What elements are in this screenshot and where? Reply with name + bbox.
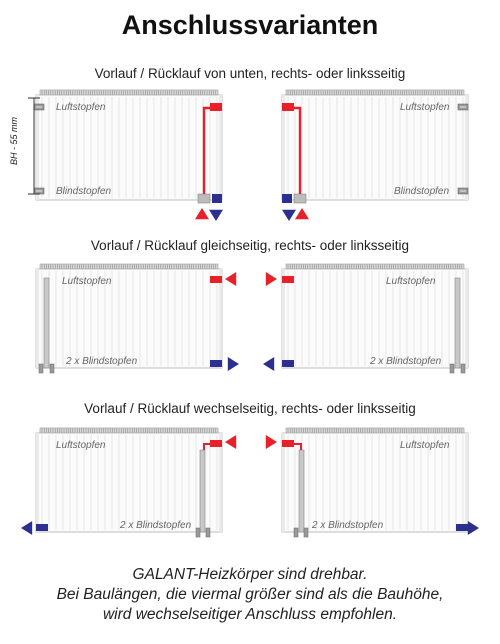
- valve-pipe: [454, 277, 461, 369]
- blind-plug-label: Blindstopfen: [394, 186, 450, 197]
- supply-arrow: [265, 435, 277, 449]
- top-grille: [39, 89, 219, 96]
- air-plug-label: Luftstopfen: [56, 102, 106, 113]
- return-arrow: [467, 521, 479, 535]
- radiator-svg: [35, 427, 223, 538]
- supply-connector: [282, 103, 294, 111]
- dimension-line: [28, 97, 40, 195]
- radiator-diagram: Luftstopfen 2 x Blindstopfen: [35, 263, 226, 379]
- air-plug-label: Luftstopfen: [386, 276, 436, 287]
- air-plug-label: Luftstopfen: [62, 276, 112, 287]
- radiator-panel: [35, 427, 223, 533]
- radiator-diagram: Luftstopfen 2 x Blindstopfen: [281, 427, 472, 543]
- radiator-svg: [33, 89, 223, 221]
- supply-connector: [210, 103, 222, 111]
- radiator-diagram: Luftstopfen 2 x Blindstopfen: [35, 427, 226, 543]
- supply-pipe: [203, 443, 210, 450]
- supply-connector: [210, 440, 222, 447]
- section-heading-opposite-side: Vorlauf / Rücklauf wechselseitig, rechts…: [84, 401, 416, 416]
- connection-stub: [293, 527, 299, 538]
- flow-arrows: [263, 272, 277, 371]
- radiator-body: [35, 94, 223, 201]
- supply-connector: [282, 276, 294, 283]
- valve-block: [293, 193, 307, 204]
- radiator-panel: [35, 263, 223, 369]
- return-connector: [36, 524, 48, 531]
- top-grille: [285, 263, 465, 270]
- connection-stub: [303, 527, 309, 538]
- return-connector: [456, 524, 468, 531]
- flow-arrow-return: [21, 521, 33, 535]
- supply-connector: [210, 276, 222, 283]
- valve-pipe: [298, 449, 305, 533]
- radiator-body: [281, 94, 469, 201]
- connection-stub: [449, 363, 455, 374]
- blind-plug-label: Blindstopfen: [56, 186, 112, 197]
- radiator-panel: [281, 427, 469, 533]
- footer-line-2: Bei Baulängen, die viermal größer sind a…: [56, 586, 444, 603]
- top-grille: [285, 89, 465, 96]
- return-connector: [282, 194, 292, 203]
- section-heading-bottom-connection: Vorlauf / Rücklauf von unten, rechts- od…: [94, 66, 406, 81]
- supply-arrow: [295, 208, 309, 220]
- blind-plug-label: 2 x Blindstopfen: [370, 356, 442, 367]
- radiator-svg: [281, 263, 469, 374]
- supply-arrow: [265, 272, 277, 286]
- radiator-body: [35, 432, 223, 533]
- return-arrow: [263, 357, 275, 371]
- connection-stub: [460, 363, 466, 374]
- supply-arrow: [225, 272, 237, 286]
- return-connector: [212, 194, 222, 203]
- air-plug-label: Luftstopfen: [400, 440, 450, 451]
- top-grille: [285, 427, 465, 434]
- radiator-panel: [281, 89, 469, 201]
- radiator-svg: [35, 263, 223, 374]
- radiator-panel: [35, 89, 223, 201]
- return-arrow: [209, 209, 223, 221]
- valve-pipe: [43, 277, 50, 369]
- connection-stub: [205, 527, 211, 538]
- valve-pipe: [199, 449, 206, 533]
- air-plug-label: Luftstopfen: [56, 440, 106, 451]
- footer-line-3: wird wechselseitiger Anschluss empfohlen…: [102, 606, 398, 623]
- dimension-label: BH - 55 mm: [9, 117, 19, 166]
- connection-stub: [49, 363, 55, 374]
- connection-stub: [195, 527, 201, 538]
- top-grille: [39, 427, 219, 434]
- blind-plug-label: 2 x Blindstopfen: [120, 520, 192, 531]
- flow-arrow-supply: [225, 435, 237, 449]
- flow-arrow-supply: [265, 435, 277, 449]
- radiator-panel: [281, 263, 469, 369]
- flow-arrow-return: [467, 521, 479, 535]
- return-arrow: [227, 357, 239, 371]
- radiator-svg: [281, 89, 469, 221]
- supply-connector: [282, 440, 294, 447]
- footer-note: GALANT-Heizkörper sind drehbar. Bei Baul…: [0, 565, 500, 625]
- radiator-diagram: Luftstopfen 2 x Blindstopfen: [281, 263, 472, 379]
- connection-stub: [38, 363, 44, 374]
- supply-arrow: [195, 208, 209, 220]
- section-heading-same-side: Vorlauf / Rücklauf gleichseitig, rechts-…: [90, 238, 410, 253]
- footer-line-1: GALANT-Heizkörper sind drehbar.: [132, 566, 368, 583]
- valve-block: [197, 193, 211, 204]
- return-connector: [282, 360, 294, 367]
- radiator-svg: [281, 427, 469, 538]
- return-arrow: [21, 521, 33, 535]
- supply-arrow: [225, 435, 237, 449]
- supply-pipe: [294, 443, 302, 450]
- return-connector: [210, 360, 222, 367]
- air-plug-label: Luftstopfen: [400, 102, 450, 113]
- flow-arrows: [225, 272, 239, 371]
- return-arrow: [282, 209, 296, 221]
- page-title: Anschlussvarianten: [121, 10, 379, 40]
- radiator-body: [281, 432, 469, 533]
- radiator-body: [281, 268, 469, 369]
- top-grille: [39, 263, 219, 270]
- blind-plug-label: 2 x Blindstopfen: [66, 356, 138, 367]
- blind-plug-label: 2 x Blindstopfen: [312, 520, 384, 531]
- radiator-body: [35, 268, 223, 369]
